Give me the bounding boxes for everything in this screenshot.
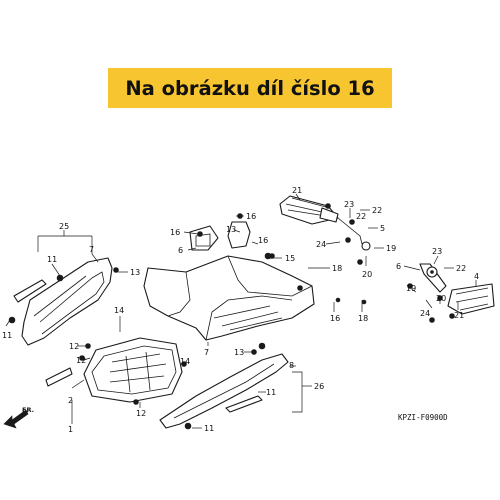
part-number-banner: Na obrázku díl číslo 16 — [108, 68, 392, 108]
fasteners — [79, 203, 455, 361]
callout-23: 23 — [432, 247, 442, 256]
callout-25: 25 — [59, 222, 69, 231]
callout-22: 22 — [372, 206, 382, 215]
callout-4: 4 — [474, 272, 479, 281]
callout-1: 1 — [68, 425, 73, 434]
callout-26: 26 — [314, 382, 324, 391]
callout-23: 23 — [344, 200, 354, 209]
callout-20: 20 — [362, 270, 372, 279]
front-direction-label: FR. — [22, 406, 34, 414]
callout-5: 5 — [380, 224, 385, 233]
callout-15: 15 — [285, 254, 295, 263]
callout-16: 16 — [330, 314, 340, 323]
callout-11: 11 — [47, 255, 57, 264]
callout-9: 7 — [89, 245, 94, 254]
callout-11: 11 — [204, 424, 214, 433]
banner-text: Na obrázku díl číslo 16 — [125, 76, 375, 100]
callout-6: 6 — [396, 262, 401, 271]
callout-7: 7 — [204, 348, 209, 357]
callout-17: 16 — [258, 236, 268, 245]
callout-13: 13 — [130, 268, 140, 277]
callout-17: 16 — [246, 212, 256, 221]
lower-footpeg-part — [407, 263, 495, 315]
callout-13: 13 — [234, 348, 244, 357]
callout-18: 18 — [358, 314, 368, 323]
callout-24: 24 — [316, 240, 326, 249]
callout-18: 18 — [332, 264, 342, 273]
callout-24: 24 — [420, 309, 430, 318]
drawing-code: KPZI-F0900D — [398, 413, 448, 422]
callout-22: 22 — [356, 212, 366, 221]
callout-21: 21 — [454, 311, 464, 320]
callout-19: 19 — [386, 244, 396, 253]
callout-13: 13 — [226, 225, 236, 234]
callout-2: 2 — [68, 396, 73, 405]
callout-10: 8 — [289, 361, 294, 370]
callout-labels: 25 7 11 11 13 16 16 16 6 13 15 18 18 16 … — [2, 186, 479, 434]
callout-22: 22 — [456, 264, 466, 273]
front-direction-arrow: FR. — [3, 406, 34, 429]
right-lower-cover-part — [159, 342, 289, 430]
callout-17: 16 — [170, 228, 180, 237]
callout-14: 14 — [114, 306, 124, 315]
callout-11: 11 — [2, 331, 12, 340]
leader-lines — [5, 193, 477, 429]
callout-8: 6 — [178, 246, 183, 255]
callout-21: 21 — [292, 186, 302, 195]
center-floor-panel-part — [143, 221, 315, 341]
lower-tray-part — [45, 337, 187, 405]
callout-12: 12 — [76, 356, 86, 365]
callout-12: 12 — [69, 342, 79, 351]
callout-20: 20 — [436, 294, 446, 303]
callout-19: 19 — [406, 284, 416, 293]
left-side-cover-part — [8, 257, 113, 346]
callout-14: 14 — [180, 357, 190, 366]
callout-12: 12 — [136, 409, 146, 418]
callout-11: 11 — [266, 388, 276, 397]
